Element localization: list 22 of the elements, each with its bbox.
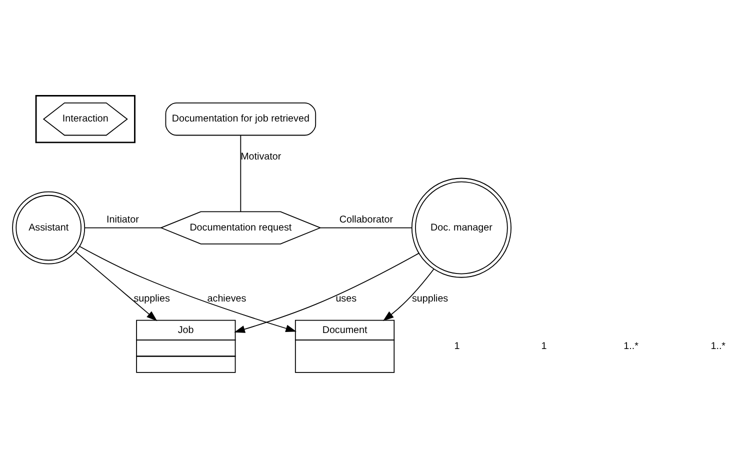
arrow (75, 251, 158, 322)
edge-label: Collaborator (339, 214, 394, 226)
edge-label: supplies (134, 293, 170, 304)
node-box: Documentation for job retrieved (165, 102, 316, 136)
arrow (382, 268, 434, 321)
label: 1 (541, 340, 547, 352)
cluster (35, 95, 136, 144)
arrow (79, 246, 296, 332)
edge-label: achieves (207, 293, 246, 304)
connector (320, 227, 412, 228)
connector (240, 134, 242, 212)
connector (84, 227, 162, 228)
edge-label: Initiator (106, 214, 139, 226)
edge-label: Motivator (240, 151, 282, 162)
label: 1..* (710, 340, 726, 352)
node-circle: Doc. manager (411, 178, 512, 278)
arrow (234, 252, 420, 333)
label: 1 (454, 340, 460, 352)
label: 1..* (624, 340, 638, 352)
edge-label: uses (336, 293, 357, 304)
node-circle: Assistant (12, 191, 86, 264)
edge-label: supplies (412, 293, 448, 304)
